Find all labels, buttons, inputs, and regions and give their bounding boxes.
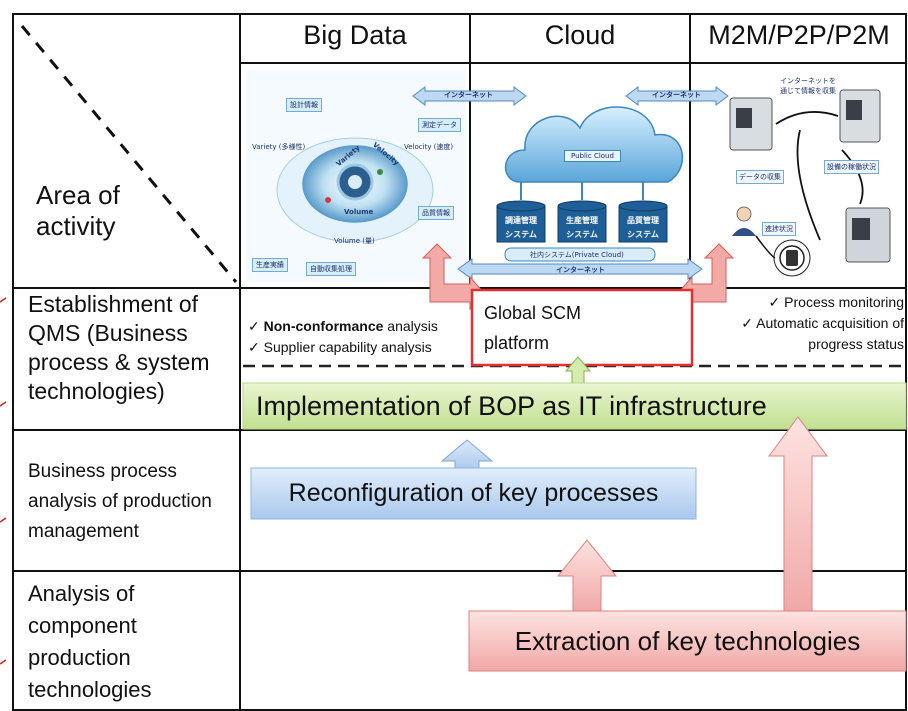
m2m-bullets: ✓ Process monitoring ✓ Automatic acquisi… [741, 294, 904, 352]
database-label-quality: 品質管理システム [627, 216, 659, 239]
column-header-big-data: Big Data [303, 20, 407, 50]
tag-design-info: 設計情報 [286, 98, 322, 112]
tag-quality-info: 品質情報 [418, 206, 454, 220]
bop-implementation-box: Implementation of BOP as IT infrastructu… [256, 391, 767, 421]
m2m-note-internet: インターネットを通じて情報を収集 [780, 77, 836, 95]
bullet-supplier-capability: ✓ Supplier capability analysis [248, 339, 432, 355]
m2m-note-equipment-status: 設備の稼働状況 [824, 160, 879, 174]
diagonal-divider [20, 25, 238, 283]
note-variety: Variety (多様性) [252, 143, 306, 151]
extraction-box-bg [468, 610, 907, 672]
arrow-bigdata-to-scm [421, 243, 485, 311]
internet-label-bottom: インターネット [556, 266, 605, 274]
arrow-extraction-to-bop [768, 416, 828, 613]
public-cloud-label: Public Cloud [564, 150, 621, 162]
column-header-cloud: Cloud [544, 20, 616, 50]
database-label-production: 生産管理システム [566, 216, 598, 239]
reconfig-box-bg [250, 467, 697, 520]
m2m-note-data-collection: データの収集 [736, 170, 784, 184]
ring-label-volume: Volume [344, 208, 374, 216]
column-header-m2m: M2M/P2P/P2M [708, 20, 890, 50]
big-data-illustration [246, 70, 466, 282]
note-velocity: Velocity (速度) [404, 143, 454, 151]
arrow-bop-to-scm [564, 356, 592, 384]
tag-measurement-data: 測定データ [418, 118, 461, 132]
extraction-box: Extraction of key technologies [514, 626, 861, 656]
bullet-non-conformance: ✓ Non-conformance analysis [248, 318, 438, 334]
table-border [12, 13, 907, 711]
cloud-illustration [412, 86, 729, 280]
tag-auto-collection: 自動収集処理 [306, 262, 356, 276]
m2m-note-progress: 進捗状況 [762, 222, 796, 236]
internet-label-right: インターネット [652, 91, 701, 99]
big-data-bullets: ✓ Non-conformance analysis ✓ Supplier ca… [248, 316, 470, 358]
global-scm-box-frame [470, 288, 694, 367]
note-volume: Volume (量) [334, 237, 375, 245]
private-cloud-label: 社内システム(Private Cloud) [530, 251, 624, 259]
m2m-illustration [729, 89, 891, 277]
internet-label-left: インターネット [444, 91, 493, 99]
arrow-extraction-to-reconfig [556, 539, 618, 613]
tag-production-results: 生産実績 [252, 258, 288, 272]
database-label-procurement: 調達管理システム [505, 216, 537, 239]
reconfiguration-box: Reconfiguration of key processes [288, 479, 659, 507]
